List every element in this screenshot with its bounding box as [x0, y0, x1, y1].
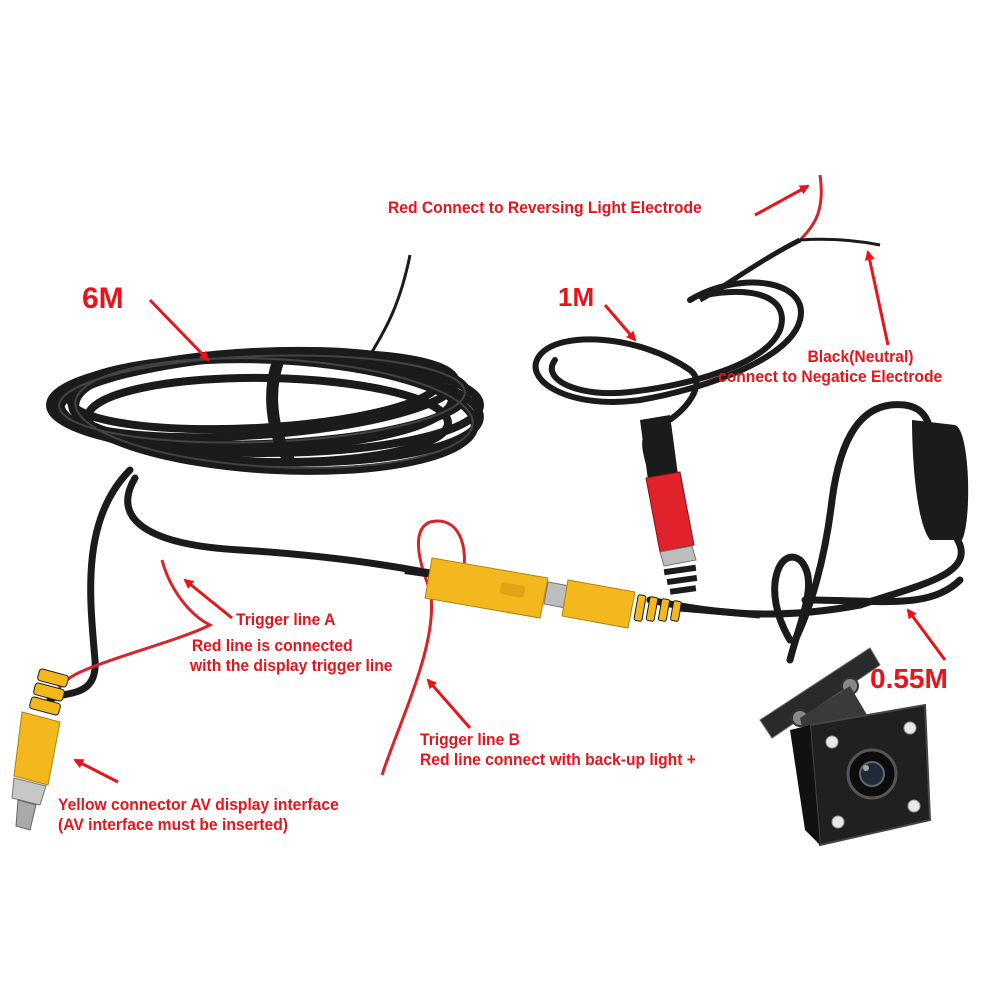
- arrow-icon: [754, 184, 810, 217]
- label-055m-text: 0.55M: [870, 663, 948, 694]
- arrow-icon: [426, 678, 472, 729]
- label-6m: 6M: [82, 282, 124, 317]
- arrow-icon: [73, 758, 119, 784]
- label-red-connect: Red Connect to Reversing Light Electrode: [388, 198, 702, 218]
- trigger-wire-a: [56, 559, 214, 691]
- black-wire-top: [799, 237, 881, 247]
- wire-top: [370, 254, 412, 353]
- arrow-icon: [906, 608, 947, 661]
- arrow-icon: [148, 298, 210, 362]
- label-yellow-connector: Yellow connector AV display interface (A…: [58, 795, 339, 834]
- camera-icon: [759, 647, 932, 847]
- cable-tie: [266, 359, 296, 466]
- cable-box: [912, 420, 969, 540]
- label-trigger-b: Trigger line B Red line connect with bac…: [420, 730, 696, 769]
- label-trigger-b-line2: Red line connect with back-up light +: [420, 749, 696, 769]
- label-black-neutral: Black(Neutral) connect to Negatice Elect…: [718, 347, 942, 386]
- arrow-icon: [183, 578, 233, 620]
- label-trigger-b-line1: Trigger line B: [420, 730, 520, 749]
- label-trigger-a: Trigger line A: [236, 610, 335, 630]
- label-black-neutral-line2: connect to Negatice Electrode: [718, 366, 943, 386]
- label-yellow-line1: Yellow connector AV display interface: [58, 795, 339, 814]
- label-1m-text: 1M: [558, 282, 595, 312]
- label-trigger-a-line2: Red line is connected: [191, 636, 353, 655]
- red-power-connector: [640, 415, 698, 595]
- label-6m-text: 6M: [82, 282, 124, 315]
- red-wire-top: [798, 174, 823, 242]
- label-yellow-line2: (AV interface must be inserted): [58, 814, 289, 834]
- arrow-icon: [864, 250, 890, 346]
- label-1m: 1M: [558, 282, 595, 313]
- label-trigger-a-detail: Red line is connected with the display t…: [190, 636, 392, 675]
- label-trigger-a-line3: with the display trigger line: [190, 655, 393, 675]
- label-trigger-a-line1: Trigger line A: [236, 610, 336, 629]
- arrow-icon: [603, 304, 637, 342]
- cable-055m: [771, 401, 965, 664]
- yellow-inline-connector: [404, 557, 761, 629]
- coil-6m: [46, 346, 484, 475]
- label-055m: 0.55M: [870, 663, 948, 695]
- yellow-rca-plug: [11, 668, 69, 831]
- label-black-neutral-line1: Black(Neutral): [807, 347, 914, 366]
- label-red-connect-text: Red Connect to Reversing Light Electrode: [388, 198, 702, 217]
